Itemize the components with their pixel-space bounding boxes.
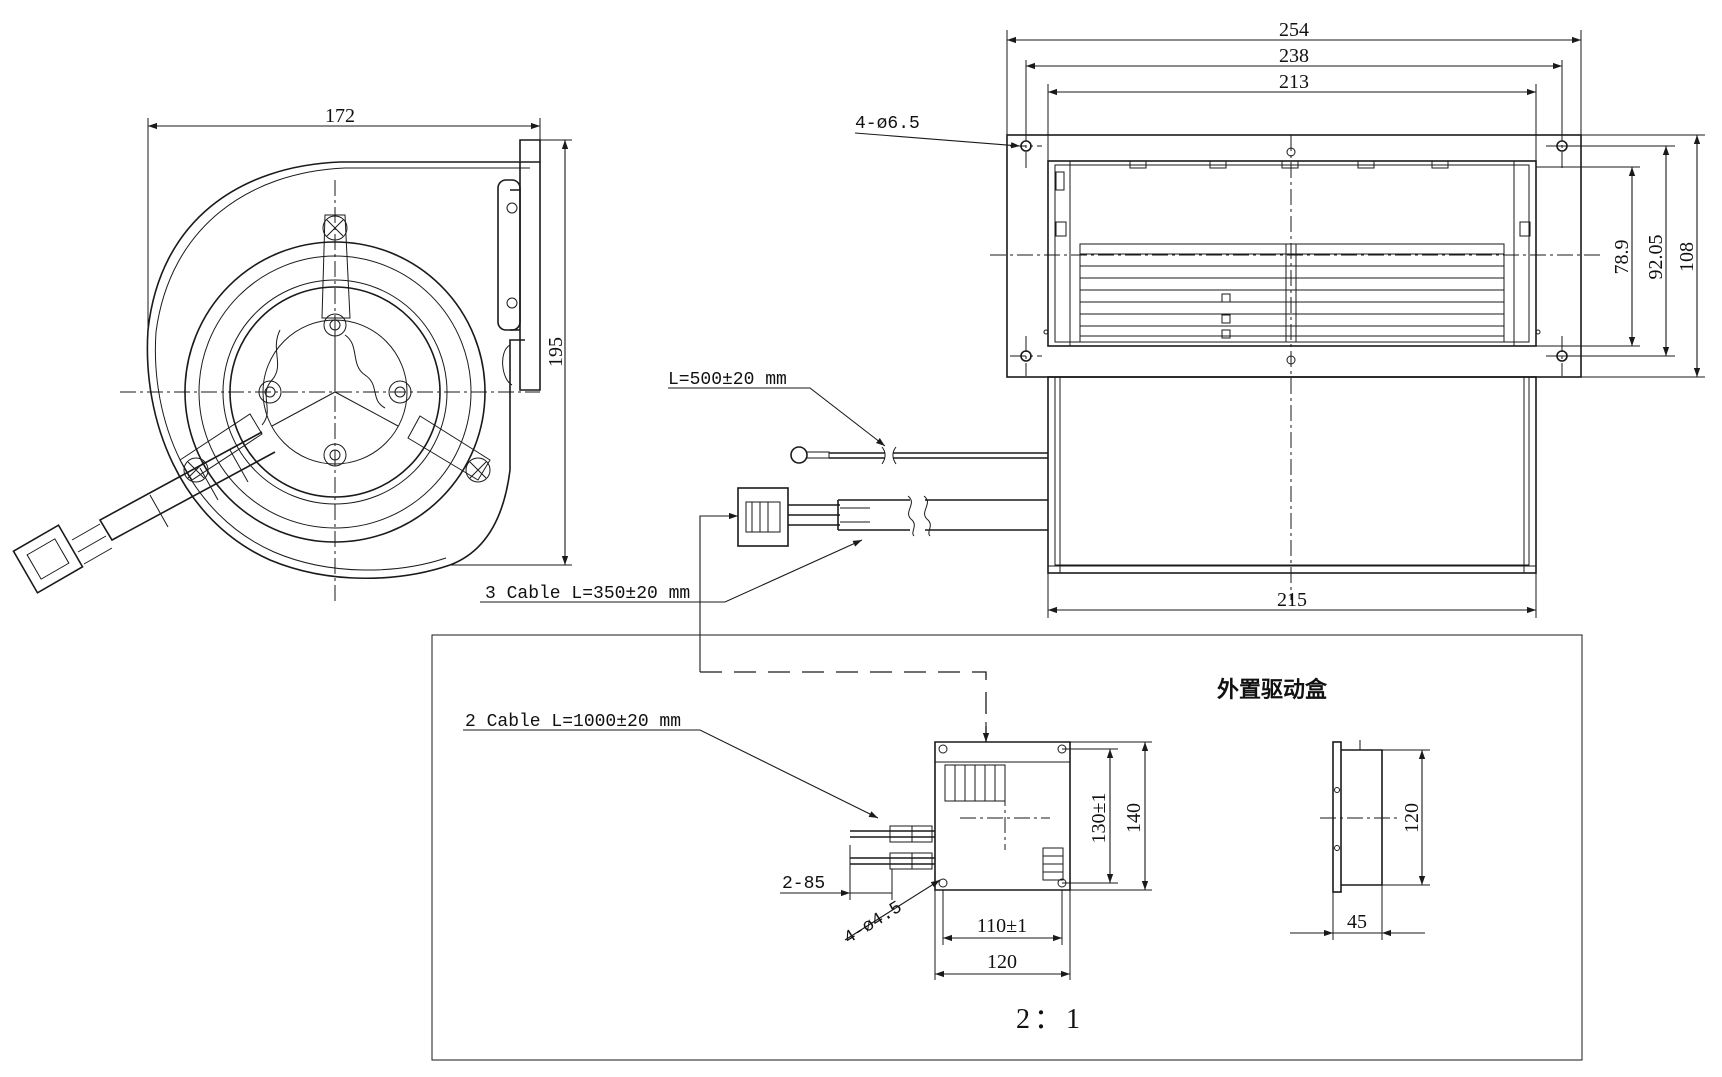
wire-length-label: 2-85	[782, 874, 825, 894]
dim-172: 172	[325, 105, 355, 127]
dim-108: 108	[1676, 242, 1698, 272]
driver-box-frame	[431, 634, 1583, 1061]
dim-195: 195	[545, 337, 567, 367]
dim-213: 213	[1279, 71, 1309, 93]
holes-label-6-5: 4-ø6.5	[855, 114, 920, 134]
driver-box-side: 120 45	[1290, 740, 1430, 940]
dim-45: 45	[1347, 911, 1367, 933]
dim-110: 110±1	[977, 915, 1027, 937]
dim-120-w: 120	[987, 951, 1017, 973]
motor-cable-label: 3 Cable L=350±20 mm	[485, 584, 690, 604]
cables: L=500±20 mm 3 Cable L=350±20 mm	[480, 370, 1048, 742]
power-cable-label: 2 Cable L=1000±20 mm	[465, 712, 681, 732]
driver-box-title: 外置驱动盒	[1217, 677, 1328, 703]
dim-92-05: 92.05	[1645, 235, 1667, 280]
dim-78-9: 78.9	[1611, 240, 1633, 275]
dim-238: 238	[1279, 45, 1309, 67]
dim-140: 140	[1123, 803, 1145, 833]
scale-label: 2：1	[1016, 1004, 1084, 1035]
dim-215: 215	[1277, 589, 1307, 611]
dim-254: 254	[1279, 19, 1309, 41]
holes-label-4-5: 4-ø4.5	[841, 898, 907, 949]
front-view: 172 195	[12, 105, 572, 605]
top-view: 254 238 213 4-ø6.5 78.9 92.05 108 215	[854, 19, 1705, 618]
dim-130: 130±1	[1088, 793, 1110, 844]
dim-120-h: 120	[1401, 803, 1423, 833]
sensor-wire-label: L=500±20 mm	[668, 370, 787, 390]
driver-box-front: 2-85 4-ø4.5 110±1 120 130±1 140	[780, 741, 1152, 980]
